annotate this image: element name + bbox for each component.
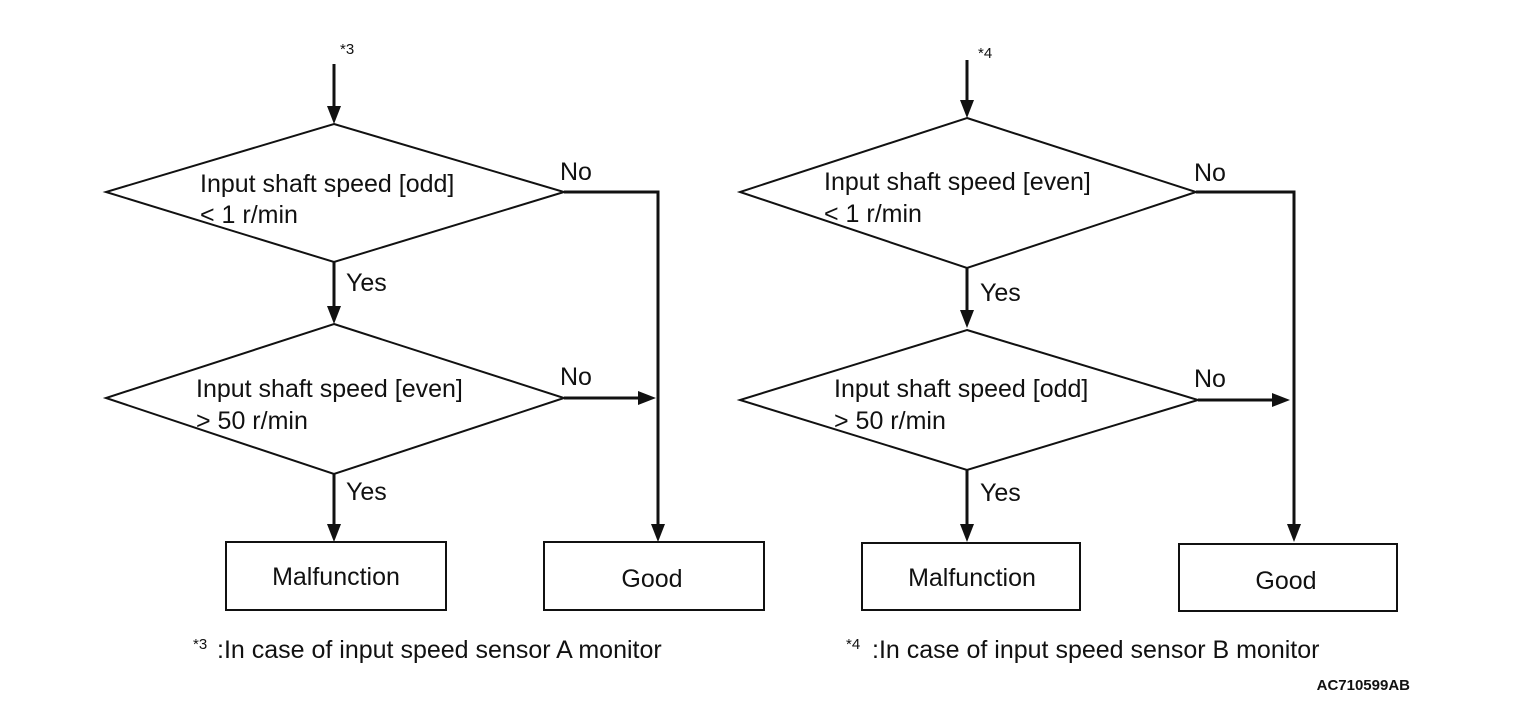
yes-arrow-2-head-b xyxy=(960,524,974,542)
yes-arrow-2-head-a xyxy=(327,524,341,542)
no-label-1-a: No xyxy=(560,158,592,186)
malfunction-box-b xyxy=(861,542,1081,611)
entry-mark-b: *4 xyxy=(978,45,992,62)
yes-label-1-b: Yes xyxy=(980,279,1021,307)
no-label-1-b: No xyxy=(1194,159,1226,187)
decision-2-a-line2: > 50 r/min xyxy=(196,407,308,435)
no-line-1-a xyxy=(564,190,660,526)
footnote-text-b: :In case of input speed sensor B monitor xyxy=(872,636,1319,664)
figure-code: AC710599AB xyxy=(1317,677,1411,694)
yes-label-2-a: Yes xyxy=(346,478,387,506)
yes-label-2-b: Yes xyxy=(980,479,1021,507)
good-box-b xyxy=(1178,543,1398,612)
entry-mark-a: *3 xyxy=(340,41,354,58)
footnote-mark-b: *4 xyxy=(846,636,860,653)
good-label-a: Good xyxy=(621,565,682,593)
malfunction-box-a xyxy=(225,541,447,611)
decision-2-b-line1: Input shaft speed [odd] xyxy=(834,375,1088,403)
malfunction-label-a: Malfunction xyxy=(272,563,400,591)
good-label-b: Good xyxy=(1255,567,1316,595)
good-box-a xyxy=(543,541,765,611)
no-line-1-b xyxy=(1196,190,1296,526)
no-label-2-a: No xyxy=(560,363,592,391)
entry-arrow-head-a xyxy=(327,106,341,124)
yes-arrow-1-head-b xyxy=(960,310,974,328)
yes-arrow-1-head-a xyxy=(327,306,341,324)
decision-1-a-line1: Input shaft speed [odd] xyxy=(200,170,454,198)
footnote-text-a: :In case of input speed sensor A monitor xyxy=(217,636,662,664)
entry-arrow-head-b xyxy=(960,100,974,118)
no-arrow-2-head-a xyxy=(638,391,656,405)
decision-2-b-line2: > 50 r/min xyxy=(834,407,946,435)
malfunction-label-b: Malfunction xyxy=(908,564,1036,592)
flowchart-sensor-b: *4 Input shaft speed [even] < 1 r/min Ye… xyxy=(736,45,1398,664)
no-arrow-2-head-b xyxy=(1272,393,1290,407)
decision-1-a-line2: < 1 r/min xyxy=(200,201,298,229)
footnote-mark-a: *3 xyxy=(193,636,207,653)
decision-2-a-line1: Input shaft speed [even] xyxy=(196,375,463,403)
yes-label-1-a: Yes xyxy=(346,269,387,297)
no-arrow-1-head-b xyxy=(1287,524,1301,542)
decision-1-b-line1: Input shaft speed [even] xyxy=(824,168,1091,196)
flowchart-sensor-a: *3 Input shaft speed [odd] < 1 r/min Yes… xyxy=(102,41,765,664)
decision-1-b-line2: < 1 r/min xyxy=(824,200,922,228)
no-label-2-b: No xyxy=(1194,365,1226,393)
no-arrow-1-head-a xyxy=(651,524,665,542)
